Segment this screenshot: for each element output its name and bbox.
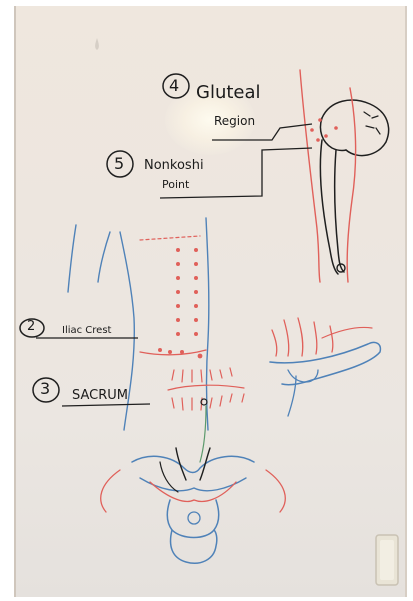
sacrum-label: SACRUM — [72, 388, 128, 403]
acupoint-dots — [158, 248, 202, 358]
nonkoshi-number: 5 — [114, 154, 124, 173]
nonkoshi-label-line2: Point — [162, 178, 189, 191]
iliac-label: Iliac Crest — [62, 325, 111, 336]
magnet-drip — [95, 38, 99, 50]
gluteal-number: 4 — [169, 76, 179, 95]
vertebra-drawing — [101, 448, 286, 563]
hip-bone-drawing — [300, 70, 389, 282]
nonkoshi-label-line1: Nonkoshi — [144, 158, 204, 173]
iliac-number: 2 — [27, 319, 35, 334]
gluteal-label-line2: Region — [214, 114, 255, 128]
pelvis-side-drawing — [270, 318, 380, 416]
sacrum-number: 3 — [40, 379, 50, 398]
eraser — [376, 535, 398, 585]
sacrum-underline — [62, 404, 150, 406]
gluteal-label-line1: Gluteal — [196, 82, 261, 103]
